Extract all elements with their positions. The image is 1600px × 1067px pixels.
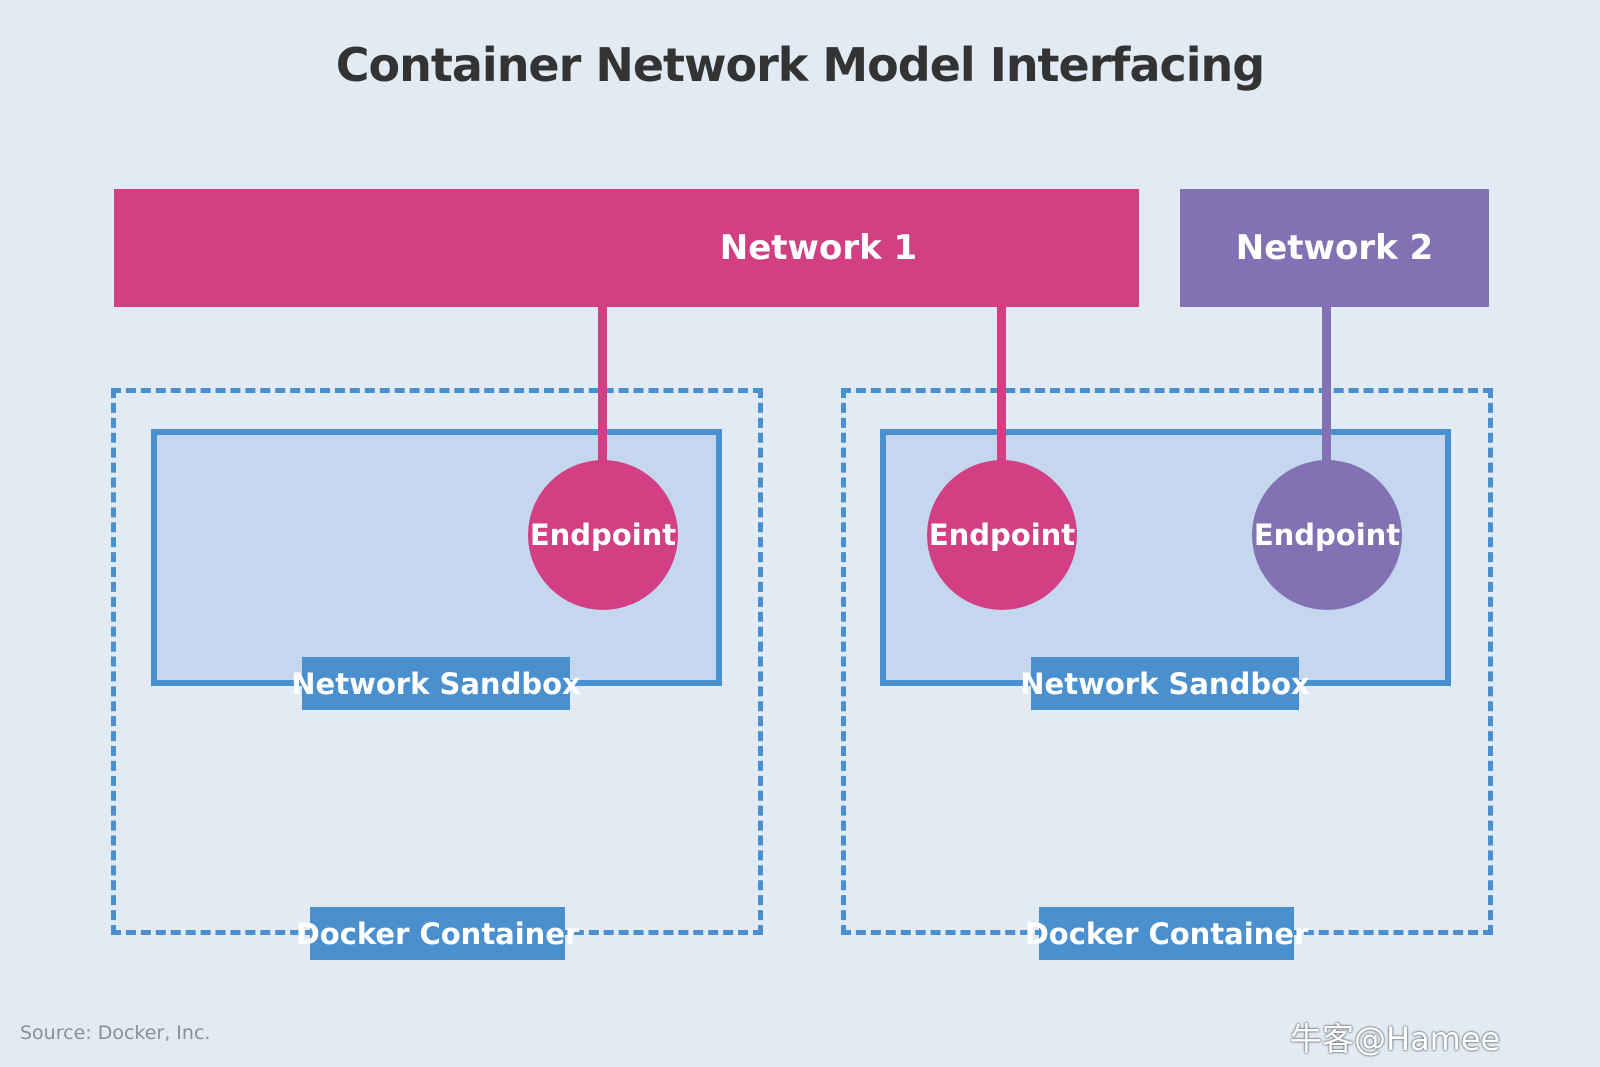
- endpoint-circle: Endpoint: [927, 460, 1077, 610]
- network-1-wire-b: [997, 305, 1006, 467]
- network-1-bar: Network 1: [114, 189, 1139, 307]
- network-2-label: Network 2: [1235, 228, 1434, 268]
- network-2-wire: [1322, 305, 1331, 467]
- network-1-wire-a: [598, 305, 607, 467]
- sandbox-label: Network Sandbox: [291, 657, 581, 710]
- source-credit: Source: Docker, Inc.: [20, 1022, 211, 1044]
- sandbox-label: Network Sandbox: [1020, 657, 1310, 710]
- diagram-title: Container Network Model Interfacing: [335, 38, 1265, 92]
- container-label: Docker Container: [1025, 907, 1308, 960]
- endpoint-label: Endpoint: [928, 518, 1076, 552]
- container-label: Docker Container: [296, 907, 579, 960]
- endpoint-label: Endpoint: [1253, 518, 1401, 552]
- network-2-bar: Network 2: [1180, 189, 1489, 307]
- endpoint-circle: Endpoint: [1252, 460, 1402, 610]
- watermark: 牛客@Hamee: [1290, 1020, 1501, 1058]
- endpoint-circle: Endpoint: [528, 460, 678, 610]
- endpoint-label: Endpoint: [529, 518, 677, 552]
- network-1-label: Network 1: [719, 228, 918, 268]
